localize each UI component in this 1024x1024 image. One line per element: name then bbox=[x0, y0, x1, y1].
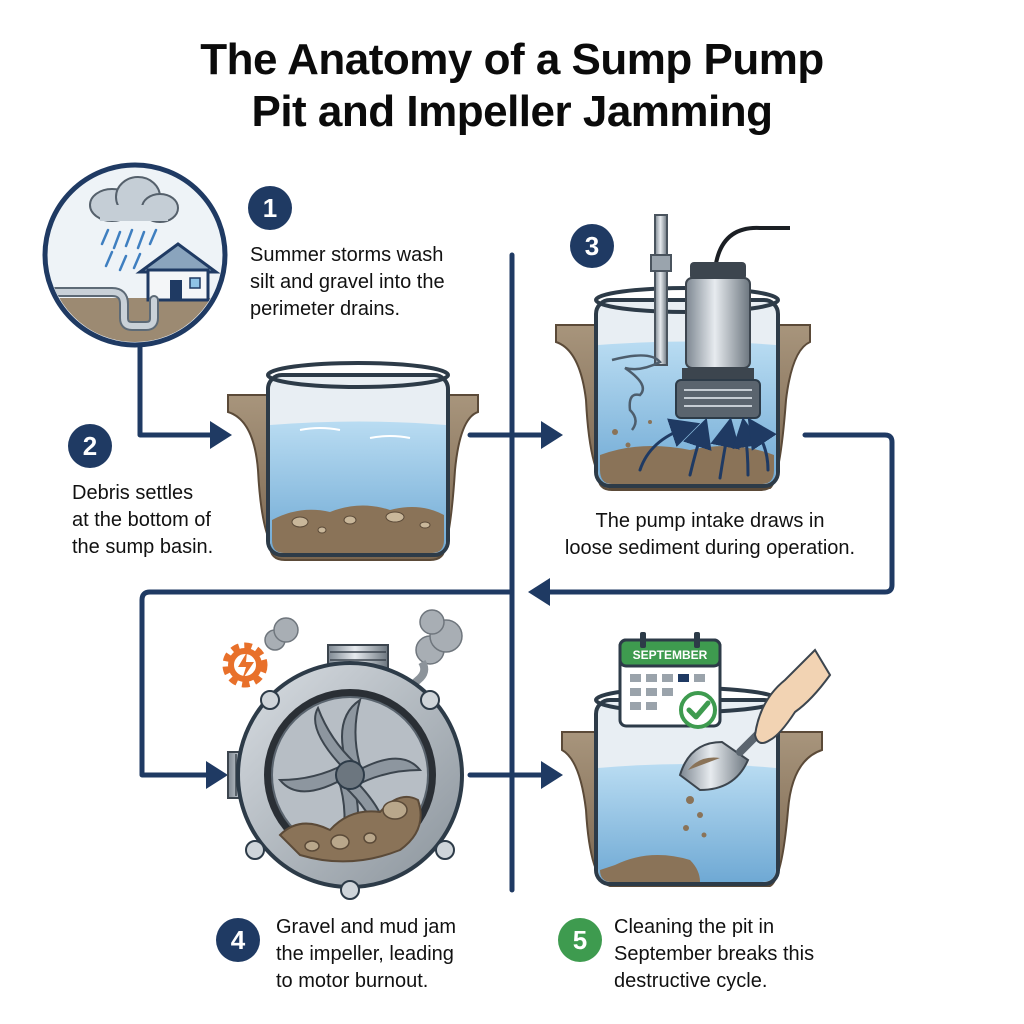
drain-pipe-icon bbox=[48, 287, 159, 331]
step-5-badge: 5 bbox=[558, 918, 602, 962]
step-3-line-2: loose sediment during operation. bbox=[564, 537, 856, 559]
step-2-line-3: the sump basin. bbox=[72, 536, 214, 558]
step-1-line-3: perimeter drains. bbox=[250, 298, 401, 320]
step-2-badge: 2 bbox=[68, 424, 112, 468]
step-5-line-3: destructive cycle. bbox=[614, 970, 768, 992]
step-4-line-2: the impeller, leading bbox=[276, 943, 454, 965]
smoke-icon bbox=[264, 609, 463, 708]
sump-pit-pump bbox=[555, 214, 811, 491]
checkmark-icon bbox=[679, 691, 717, 729]
step-1-caption: Summer storms wash silt and gravel into … bbox=[250, 242, 445, 323]
step-3-line-1: The pump intake draws in bbox=[595, 510, 825, 532]
arrow-into-impeller bbox=[139, 589, 213, 778]
calendar-month-label: SEPTEMBER bbox=[633, 648, 708, 662]
sump-pit-settled bbox=[227, 361, 479, 561]
rain-cloud-icon bbox=[89, 176, 179, 272]
step-4-line-3: to motor burnout. bbox=[276, 970, 429, 992]
step-2-line-1: Debris settles bbox=[72, 482, 194, 504]
step-1-badge: 1 bbox=[248, 186, 292, 230]
arrowhead-4 bbox=[206, 761, 228, 789]
step-4-line-1: Gravel and mud jam bbox=[276, 916, 457, 938]
arrow-step3-to-4 bbox=[542, 432, 895, 595]
title-line-2: Pit and Impeller Jamming bbox=[251, 87, 773, 136]
arrowhead-2 bbox=[541, 421, 563, 449]
discharge-pipe bbox=[654, 214, 668, 366]
page-title: The Anatomy of a Sump Pump Pit and Impel… bbox=[0, 34, 1024, 138]
jammed-impeller bbox=[222, 609, 464, 900]
step-5-caption: Cleaning the pit in September breaks thi… bbox=[614, 914, 814, 995]
step-3-badge: 3 bbox=[570, 224, 614, 268]
step-4-caption: Gravel and mud jam the impeller, leading… bbox=[276, 914, 456, 995]
storm-scene-circle bbox=[42, 162, 228, 348]
step-4-badge: 4 bbox=[216, 918, 260, 962]
step-2-caption: Debris settles at the bottom of the sump… bbox=[72, 480, 213, 561]
arrowhead-1 bbox=[210, 421, 232, 449]
step-5-line-1: Cleaning the pit in bbox=[614, 916, 775, 938]
step-2-line-2: at the bottom of bbox=[72, 509, 211, 531]
step-1-line-2: silt and gravel into the bbox=[250, 271, 445, 293]
arrow-heads bbox=[206, 421, 563, 789]
hand-scoop-icon bbox=[678, 648, 832, 792]
title-line-1: The Anatomy of a Sump Pump bbox=[200, 35, 824, 84]
step-5-line-2: September breaks this bbox=[614, 943, 815, 965]
flow-lines bbox=[137, 252, 895, 893]
house-icon bbox=[135, 242, 221, 302]
step-1-line-1: Summer storms wash bbox=[250, 244, 444, 266]
step-3-caption: The pump intake draws in loose sediment … bbox=[540, 508, 880, 562]
sump-pit-cleaning bbox=[561, 648, 832, 887]
arrowhead-3 bbox=[528, 578, 550, 606]
arrow-step1-to-2 bbox=[137, 342, 218, 438]
gear-warning-icon bbox=[222, 642, 268, 688]
arrowhead-5 bbox=[541, 761, 563, 789]
